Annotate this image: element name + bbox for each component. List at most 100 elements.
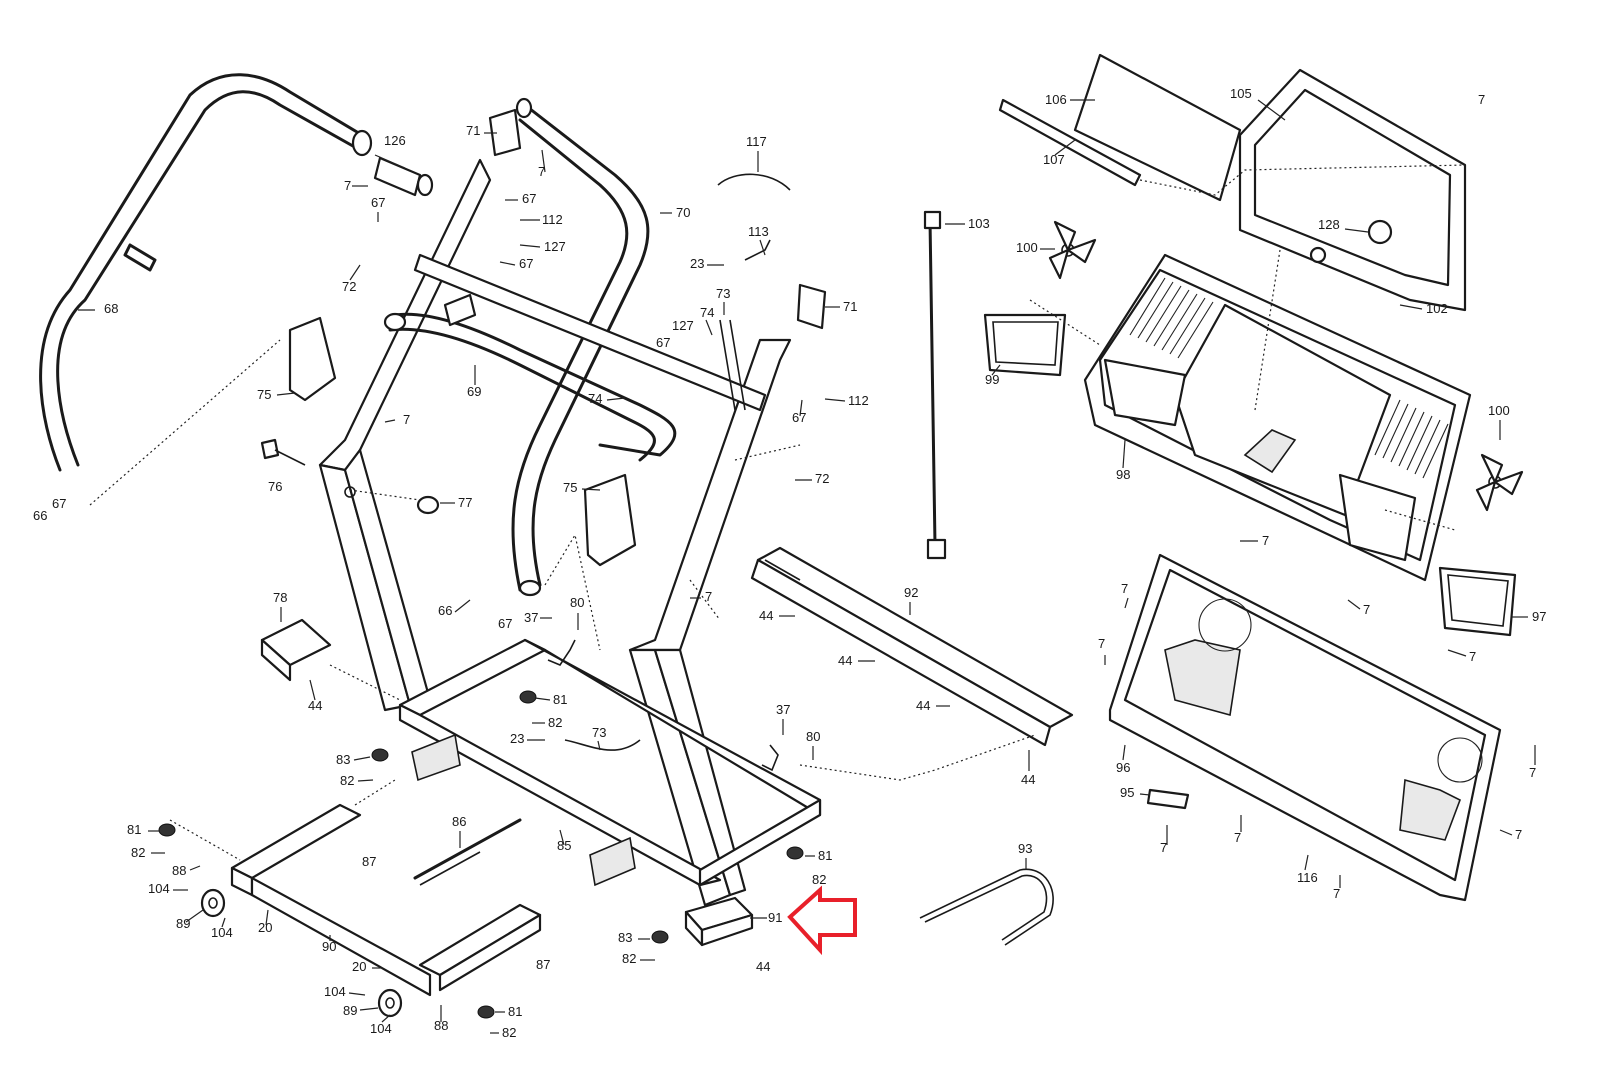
part-callout-73: 73: [592, 725, 606, 740]
part-callout-87: 87: [362, 854, 376, 869]
part-callout-82: 82: [622, 951, 636, 966]
part-callout-71: 71: [466, 123, 480, 138]
part-callout-7: 7: [705, 589, 712, 604]
part-callout-7: 7: [403, 412, 410, 427]
part-callout-99: 99: [985, 372, 999, 387]
left-upright: [318, 158, 492, 712]
leader-line: [353, 756, 371, 761]
part-callout-112: 112: [542, 212, 563, 227]
part-callout-71: 71: [843, 299, 857, 314]
leader-line: [1304, 854, 1309, 871]
part-callout-7: 7: [1098, 636, 1105, 651]
part-callout-78: 78: [273, 590, 287, 605]
leader-line: [454, 599, 471, 613]
leader-line: [519, 244, 541, 248]
leader-line: [534, 697, 551, 701]
small-hardware: [260, 108, 827, 751]
leader-line: [824, 398, 846, 402]
part-callout-44: 44: [756, 959, 770, 974]
part-callout-66: 66: [33, 508, 47, 523]
bracket-78: [260, 618, 332, 682]
leader-line: [1124, 597, 1129, 609]
part-callout-82: 82: [812, 872, 826, 887]
part-callout-37: 37: [524, 610, 538, 625]
part-callout-96: 96: [1116, 760, 1130, 775]
leader-line: [705, 319, 713, 336]
part-callout-44: 44: [1021, 772, 1035, 787]
leader-line: [185, 909, 204, 923]
part-callout-7: 7: [1515, 827, 1522, 842]
part-callout-7: 7: [1160, 840, 1167, 855]
leader-line: [541, 149, 546, 173]
part-callout-83: 83: [618, 930, 632, 945]
dashed-grouping-lines: [89, 164, 1466, 861]
part-callout-105: 105: [1230, 86, 1252, 101]
foot-pads: [158, 690, 804, 1019]
part-callout-103: 103: [968, 216, 990, 231]
console-base-98: [1083, 253, 1472, 582]
part-callout-7: 7: [538, 164, 545, 179]
motor-hood-rail-92: [750, 546, 1074, 747]
part-callout-7: 7: [1262, 533, 1269, 548]
part-callout-7: 7: [1121, 581, 1128, 596]
part-callout-23: 23: [690, 256, 704, 271]
part-callout-104: 104: [324, 984, 346, 999]
part-callout-104: 104: [211, 925, 233, 940]
part-callout-81: 81: [127, 822, 141, 837]
part-callout-93: 93: [1018, 841, 1032, 856]
part-callout-82: 82: [131, 845, 145, 860]
part-callout-89: 89: [176, 916, 190, 931]
leader-line: [384, 419, 396, 423]
part-callout-67: 67: [519, 256, 533, 271]
part-callout-90: 90: [322, 939, 336, 954]
leader-line: [559, 829, 565, 846]
console-106-107: [998, 53, 1242, 202]
part-callout-7: 7: [1333, 886, 1340, 901]
leader-line: [991, 364, 1001, 376]
part-callout-82: 82: [340, 773, 354, 788]
part-callout-81: 81: [818, 848, 832, 863]
leader-line: [1347, 599, 1361, 610]
right-handrail: [511, 97, 650, 597]
part-callout-88: 88: [434, 1018, 448, 1033]
part-callout-73: 73: [716, 286, 730, 301]
leader-line: [359, 1007, 379, 1011]
cupholders: [983, 313, 1517, 637]
cable-103: [923, 210, 947, 560]
part-callout-7: 7: [344, 178, 351, 193]
part-callout-87: 87: [536, 957, 550, 972]
leader-line: [1447, 649, 1467, 657]
leader-line: [381, 1014, 391, 1023]
part-callout-7: 7: [1234, 830, 1241, 845]
part-callout-116: 116: [1297, 870, 1318, 885]
base-legs: [230, 803, 542, 997]
part-callout-70: 70: [676, 205, 690, 220]
part-callout-81: 81: [553, 692, 567, 707]
leader-line: [1399, 304, 1423, 310]
part-callout-44: 44: [838, 653, 852, 668]
part-callout-88: 88: [172, 863, 186, 878]
part-callout-74: 74: [588, 391, 602, 406]
leader-line: [265, 909, 269, 926]
highlight-arrow: [787, 885, 857, 956]
part-callout-20: 20: [258, 920, 272, 935]
part-callout-23: 23: [510, 731, 524, 746]
part-callout-66: 66: [438, 603, 452, 618]
part-callout-97: 97: [1532, 609, 1546, 624]
upper-crossbar: [383, 253, 767, 462]
part-callout-127: 127: [544, 239, 566, 254]
part-callout-107: 107: [1043, 152, 1065, 167]
part-callout-74: 74: [700, 305, 714, 320]
part-callout-86: 86: [452, 814, 466, 829]
leader-line: [597, 740, 601, 751]
part-callout-117: 117: [746, 134, 767, 149]
part-callout-100: 100: [1488, 403, 1510, 418]
speaker-grille-right: [1374, 399, 1449, 479]
leader-line: [1122, 439, 1126, 469]
part-callout-82: 82: [502, 1025, 516, 1040]
leader-line: [1139, 793, 1151, 796]
leader-line: [1054, 139, 1076, 156]
part-callout-76: 76: [268, 479, 282, 494]
leader-line: [1344, 228, 1369, 233]
